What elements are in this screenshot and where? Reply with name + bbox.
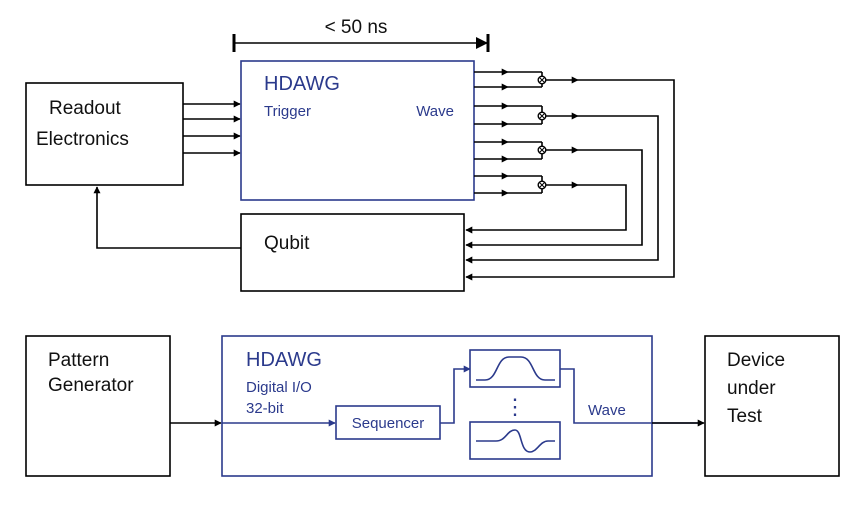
qubit-block: Qubit xyxy=(240,213,465,292)
wave-outputs xyxy=(474,68,579,197)
pattern-label-line2: Generator xyxy=(48,375,134,396)
qubit-label: Qubit xyxy=(264,233,310,254)
sequencer-label: Sequencer xyxy=(352,415,425,432)
timing-label: < 50 ns xyxy=(325,17,388,38)
ellipsis-icon: ⋮ xyxy=(504,394,526,419)
readout-electronics-block: Readout Electronics xyxy=(25,82,184,186)
dut-label-line3: Test xyxy=(727,406,763,427)
bottom-diagram: Pattern Generator HDAWG Digital I/O 32-b… xyxy=(25,335,840,477)
pattern-label-line1: Pattern xyxy=(48,350,109,371)
qubit-feedback-arrow xyxy=(93,186,241,249)
hdawg-top-wave-label: Wave xyxy=(416,103,454,120)
hdawg-bottom-wave-label: Wave xyxy=(588,402,626,419)
waveform-memory-block xyxy=(469,349,561,388)
qubit-routing xyxy=(465,79,675,281)
top-diagram: < 50 ns Readout Electronics HDAWG Trigge… xyxy=(25,17,675,292)
hdawg-top-trigger-label: Trigger xyxy=(264,103,311,120)
device-under-test-block: Device under Test xyxy=(704,335,840,477)
trigger-arrows xyxy=(183,100,241,157)
readout-label-line2: Electronics xyxy=(36,129,129,150)
hdawg-bottom-title: HDAWG xyxy=(246,349,322,371)
waveform-memory-block xyxy=(469,421,561,460)
hdawg-32bit-label: 32-bit xyxy=(246,400,284,417)
hdawg-top-title: HDAWG xyxy=(264,73,340,95)
gaussian-pulse-icon xyxy=(476,356,555,381)
timing-bracket: < 50 ns xyxy=(232,17,490,52)
drag-pulse-icon xyxy=(476,429,555,453)
readout-label-line1: Readout xyxy=(49,98,122,119)
hdawg-bottom-block: HDAWG Digital I/O 32-bit Sequencer ⋮ Wav… xyxy=(221,335,700,477)
sequencer-block xyxy=(335,405,441,440)
dut-label-line2: under xyxy=(727,378,776,399)
hdawg-top-block: HDAWG Trigger Wave xyxy=(240,60,475,201)
dut-label-line1: Device xyxy=(727,350,785,371)
pattern-generator-block: Pattern Generator xyxy=(25,335,171,477)
hdawg-digital-io-label: Digital I/O xyxy=(246,379,312,396)
